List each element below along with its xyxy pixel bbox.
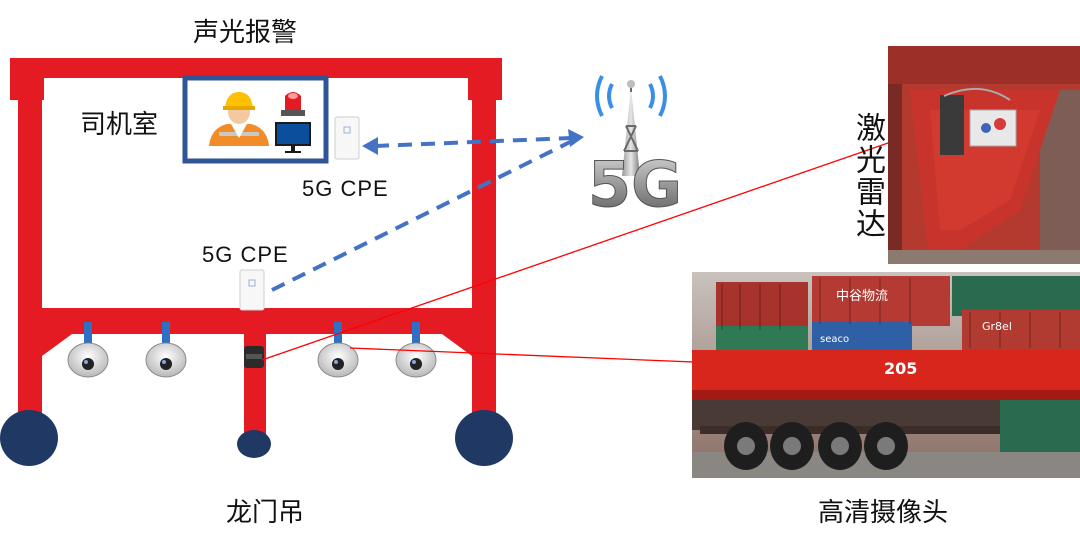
container-text-2: seaco bbox=[820, 334, 849, 345]
cpe-cab-label: 5G CPE bbox=[302, 176, 389, 201]
dome-camera-icon bbox=[395, 342, 437, 378]
dome-camera-icon bbox=[67, 342, 109, 378]
lidar-label: 激光雷达 bbox=[850, 112, 885, 240]
trailer-number: 205 bbox=[884, 359, 917, 378]
lidar-photo bbox=[888, 46, 1080, 264]
tower-5g-text: 5G bbox=[588, 148, 682, 221]
5g-links bbox=[271, 136, 573, 292]
5g-tower-icon: 5G bbox=[588, 75, 683, 222]
monitor-icon bbox=[275, 122, 311, 153]
container-text-1: 中谷物流 bbox=[836, 289, 888, 304]
dome-camera-icon bbox=[145, 342, 187, 378]
gantry-label: 龙门吊 bbox=[226, 498, 305, 528]
right-wheel bbox=[455, 410, 513, 466]
dome-camera-icon bbox=[317, 342, 359, 378]
left-wheel bbox=[0, 410, 58, 466]
cab-box bbox=[182, 75, 329, 164]
hd-camera-label: 高清摄像头 bbox=[818, 498, 949, 528]
alarm-label: 声光报警 bbox=[193, 18, 298, 48]
router-icon-main bbox=[239, 269, 265, 311]
router-icon bbox=[334, 116, 360, 160]
container-truck-photo: 中谷物流 seaco Gr8el 205 bbox=[692, 272, 1080, 478]
middle-wheel bbox=[237, 430, 271, 458]
container-text-3: Gr8el bbox=[982, 320, 1012, 333]
lidar-sensor-icon bbox=[244, 346, 264, 368]
alarm-light-icon bbox=[281, 92, 305, 116]
link-arrowhead-left bbox=[362, 137, 378, 155]
cab-label: 司机室 bbox=[80, 110, 159, 140]
link-arrowhead-right bbox=[568, 129, 584, 147]
worker-icon bbox=[209, 92, 269, 146]
cpe-main-label: 5G CPE bbox=[202, 242, 289, 267]
